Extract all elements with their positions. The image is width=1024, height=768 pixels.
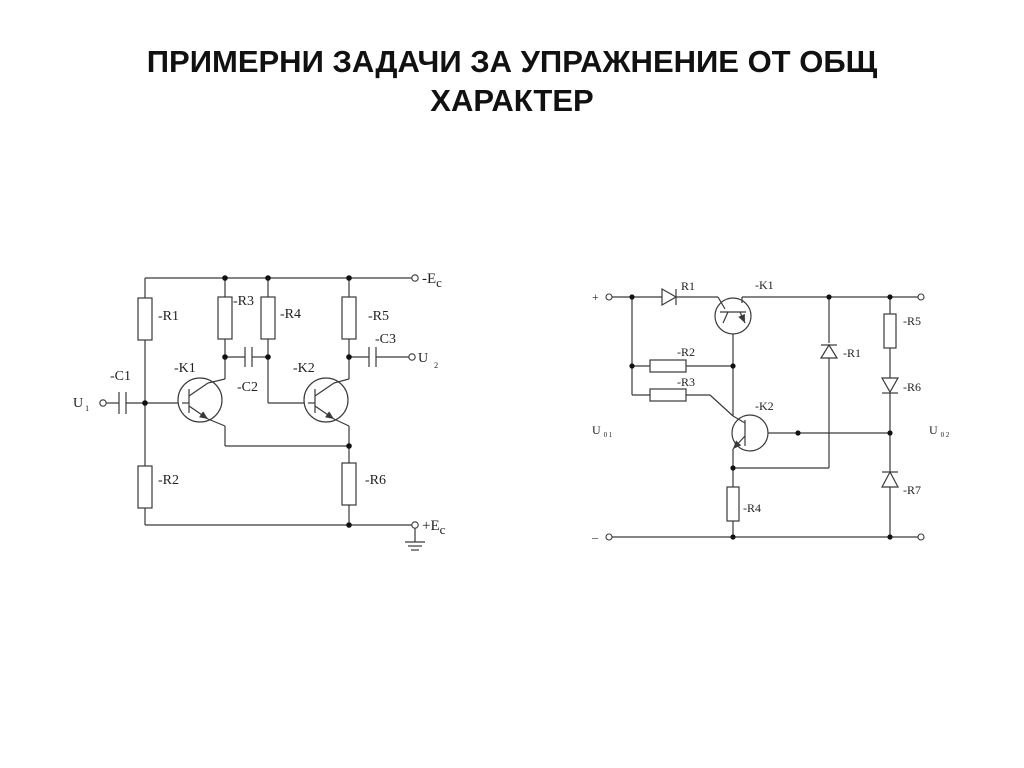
resistor-r1 <box>137 297 153 341</box>
resistor-r3 <box>217 296 233 340</box>
transistor-k2 <box>303 377 349 423</box>
diode-r7 <box>881 470 899 488</box>
label-c2: -C2 <box>237 380 258 395</box>
title-line-2: ХАРАКТЕР <box>430 83 594 118</box>
label-r4: -R4 <box>743 501 761 515</box>
resistor-r5 <box>883 313 897 349</box>
label-c1: -C1 <box>110 369 131 384</box>
supply-terminal-positive <box>411 521 419 529</box>
label-r2: -R2 <box>158 473 179 488</box>
slide-title: ПРИМЕРНИ ЗАДАЧИ ЗА УПРАЖНЕНИЕ ОТ ОБЩ ХАР… <box>0 42 1024 120</box>
label-r1: -R1 <box>158 309 179 324</box>
transistor-k2 <box>731 414 769 452</box>
resistor-r4 <box>260 296 276 340</box>
title-line-1: ПРИМЕРНИ ЗАДАЧИ ЗА УПРАЖНЕНИЕ ОТ ОБЩ <box>146 44 878 79</box>
label-r3: -R3 <box>233 294 254 309</box>
label-supply-positive: +Ec <box>422 518 446 537</box>
label-supply-negative: -Ec <box>422 271 442 290</box>
label-minus: – <box>591 530 599 544</box>
supply-terminal-negative <box>411 274 419 282</box>
left-amplifier-circuit: -R1 -R2 -R3 -R4 -R5 -R6 -C1 -C2 -C3 -K1 … <box>73 271 446 551</box>
right-regulator-circuit: + – R1 -K1 -R2 -R3 -K2 -R4 -R1 -R5 -R6 -… <box>591 278 950 544</box>
diode-r1-vertical <box>819 343 839 359</box>
label-plus: + <box>592 290 599 304</box>
transistor-k1 <box>714 297 752 335</box>
label-r5: -R5 <box>903 314 921 328</box>
label-r5: -R5 <box>368 309 389 324</box>
resistor-r2 <box>137 465 153 509</box>
resistor-r4 <box>726 486 740 522</box>
diode-r6 <box>880 377 900 394</box>
label-r1-diode: -R1 <box>843 346 861 360</box>
ground-symbol <box>405 528 425 551</box>
label-k2: -K2 <box>293 361 315 376</box>
label-c3: -C3 <box>375 332 396 347</box>
label-k2: -K2 <box>755 399 774 413</box>
output-terminal-top <box>917 293 925 301</box>
label-r2: -R2 <box>677 345 695 359</box>
input-terminal-plus <box>605 293 613 301</box>
resistor-r3 <box>649 388 687 402</box>
input-terminal-minus <box>605 533 613 541</box>
label-k1: -K1 <box>755 278 774 292</box>
input-terminal-u1 <box>99 399 107 407</box>
diode-r1-top <box>661 287 678 307</box>
resistor-r2 <box>649 359 687 373</box>
transistor-k1 <box>177 377 223 423</box>
output-terminal-u2 <box>408 353 416 361</box>
label-r7: -R7 <box>903 483 921 497</box>
label-r3: -R3 <box>677 375 695 389</box>
label-r6: -R6 <box>903 380 921 394</box>
label-r4: -R4 <box>280 307 301 322</box>
resistor-r6 <box>341 462 357 506</box>
label-r1-top: R1 <box>681 279 695 293</box>
label-k1: -K1 <box>174 361 196 376</box>
resistor-r5 <box>341 296 357 340</box>
output-terminal-bottom <box>917 533 925 541</box>
label-r6: -R6 <box>365 473 386 488</box>
